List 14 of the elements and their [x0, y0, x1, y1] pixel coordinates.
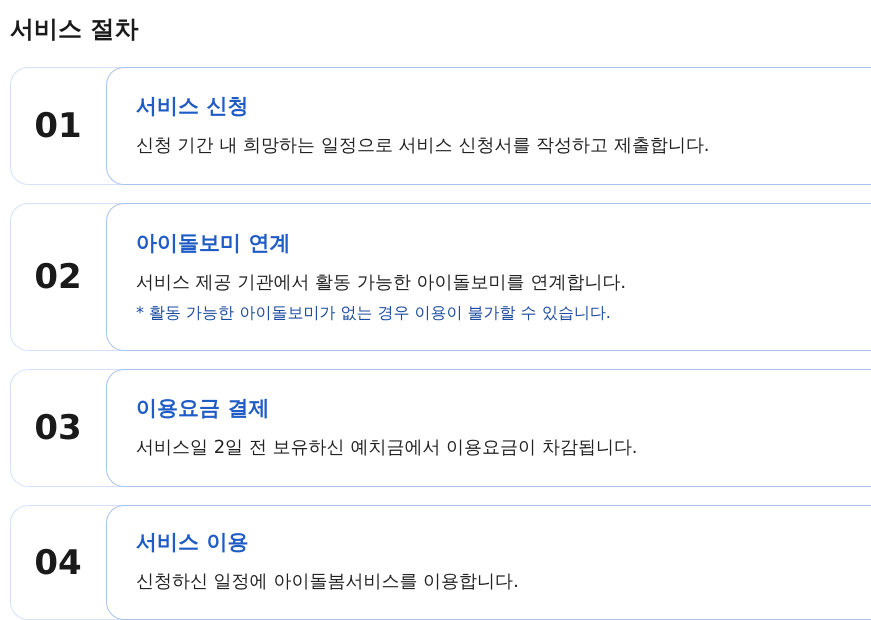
step-description: 신청 기간 내 희망하는 일정으로 서비스 신청서를 작성하고 제출합니다. — [136, 134, 710, 158]
step-description: 신청하신 일정에 아이돌봄서비스를 이용합니다. — [136, 570, 519, 594]
step-number: 03 — [34, 408, 82, 448]
step-number: 04 — [34, 542, 82, 582]
step-number: 01 — [34, 106, 82, 146]
heading: 서비스 절차 — [10, 14, 138, 45]
note-text: * 활동 가능한 아이돌보미가 없는 경우 이용이 불가할 수 있습니다. — [136, 302, 611, 324]
step-title: 서비스 이용 — [136, 529, 248, 555]
step-title: 서비스 신청 — [136, 92, 248, 118]
step-description: 서비스일 2일 전 보유하신 예치금에서 이용요금이 차감됩니다. — [136, 436, 638, 460]
step-title: 이용요금 결제 — [136, 394, 270, 420]
step-number: 02 — [34, 257, 82, 297]
step-description: 서비스 제공 기관에서 활동 가능한 아이돌보미를 연계합니다. — [136, 270, 626, 294]
step-title: 아이돌보미 연계 — [136, 230, 290, 256]
